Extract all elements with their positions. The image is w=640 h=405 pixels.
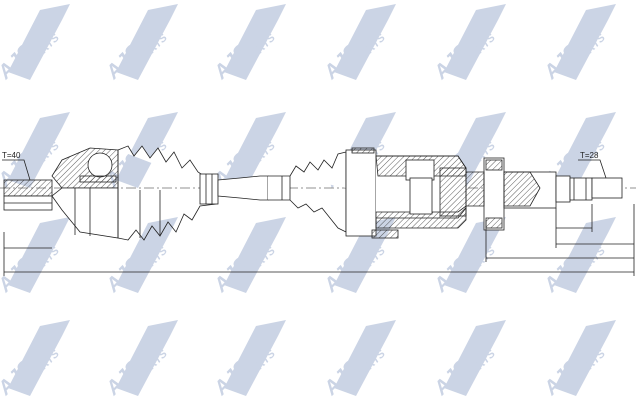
shaft-drawing	[0, 145, 636, 276]
left-spline-label: T=40	[2, 151, 21, 160]
right-spline-label: T=28	[580, 151, 599, 160]
